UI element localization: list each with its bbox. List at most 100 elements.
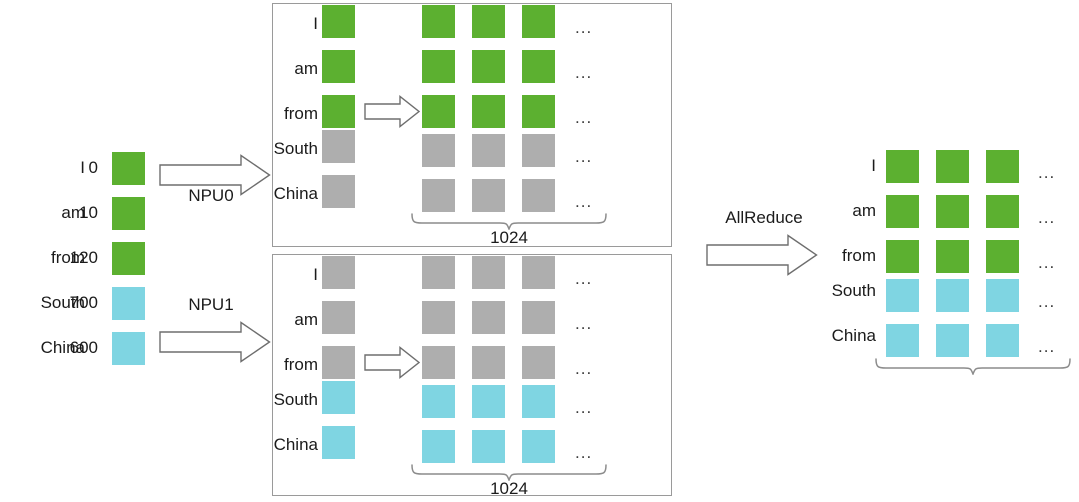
input-token-label-3: South bbox=[40, 293, 85, 312]
npu0-row-label-3: South bbox=[273, 139, 318, 158]
result-row-dots-1: ... bbox=[1038, 208, 1056, 227]
result-row-label-1: am bbox=[852, 201, 876, 220]
input-token-label-4: China bbox=[40, 338, 85, 357]
npu0-row-dots-4: ... bbox=[575, 192, 593, 211]
npu1-matrix-cell-4-0 bbox=[422, 430, 455, 463]
npu0-matrix-cell-4-1 bbox=[472, 179, 505, 212]
npu0-row-label-0: I bbox=[313, 14, 318, 33]
npu1-brace-icon bbox=[410, 464, 608, 481]
result-matrix-cell-0-2 bbox=[986, 150, 1019, 183]
result-matrix-cell-3-2 bbox=[986, 279, 1019, 312]
npu0-row-label-4: China bbox=[273, 184, 318, 203]
npu1-matrix-cell-0-0 bbox=[422, 256, 455, 289]
result-matrix-cell-4-1 bbox=[936, 324, 969, 357]
npu0-row-label-2: from bbox=[284, 104, 318, 123]
allreduce-arrow-label: AllReduce bbox=[725, 208, 803, 227]
result-row-dots-3: ... bbox=[1038, 292, 1056, 311]
npu0-matrix-cell-4-0 bbox=[422, 179, 455, 212]
result-row-label-2: from bbox=[842, 246, 876, 265]
result-matrix-cell-4-2 bbox=[986, 324, 1019, 357]
npu1-arrow-icon bbox=[159, 321, 271, 363]
input-cell-0 bbox=[112, 152, 145, 185]
npu0-matrix-cell-3-0 bbox=[422, 134, 455, 167]
npu0-matrix-cell-1-2 bbox=[522, 50, 555, 83]
npu0-row-dots-1: ... bbox=[575, 63, 593, 82]
npu0-matrix-cell-2-0 bbox=[422, 95, 455, 128]
result-matrix-cell-3-1 bbox=[936, 279, 969, 312]
npu0-matrix-cell-2-1 bbox=[472, 95, 505, 128]
npu1-row-label-4: China bbox=[273, 435, 318, 454]
npu1-input-cell-4 bbox=[322, 426, 355, 459]
npu1-arrow-label: NPU1 bbox=[188, 295, 234, 314]
npu0-row-dots-3: ... bbox=[575, 147, 593, 166]
npu0-matrix-cell-0-0 bbox=[422, 5, 455, 38]
npu0-matrix-cell-3-2 bbox=[522, 134, 555, 167]
npu1-row-label-0: I bbox=[313, 265, 318, 284]
npu0-brace-label: 1024 bbox=[490, 228, 528, 247]
npu1-matrix-cell-1-2 bbox=[522, 301, 555, 334]
npu0-arrow-icon bbox=[159, 154, 271, 196]
npu1-inner-arrow-icon bbox=[364, 346, 420, 379]
npu0-matrix-cell-3-1 bbox=[472, 134, 505, 167]
input-token-id-1: 10 bbox=[79, 203, 98, 222]
npu1-row-label-2: from bbox=[284, 355, 318, 374]
npu1-matrix-cell-0-2 bbox=[522, 256, 555, 289]
npu1-matrix-cell-3-1 bbox=[472, 385, 505, 418]
result-row-dots-0: ... bbox=[1038, 163, 1056, 182]
npu0-input-cell-3 bbox=[322, 130, 355, 163]
npu1-matrix-cell-2-1 bbox=[472, 346, 505, 379]
npu1-row-dots-1: ... bbox=[575, 314, 593, 333]
npu1-row-label-3: South bbox=[273, 390, 318, 409]
npu1-row-dots-4: ... bbox=[575, 443, 593, 462]
result-matrix-cell-2-1 bbox=[936, 240, 969, 273]
input-token-id-2: 120 bbox=[69, 248, 98, 267]
npu0-input-cell-1 bbox=[322, 50, 355, 83]
npu1-matrix-cell-4-2 bbox=[522, 430, 555, 463]
npu1-matrix-cell-2-2 bbox=[522, 346, 555, 379]
result-row-label-4: China bbox=[831, 326, 876, 345]
npu1-row-dots-0: ... bbox=[575, 269, 593, 288]
npu1-matrix-cell-1-0 bbox=[422, 301, 455, 334]
npu0-row-dots-2: ... bbox=[575, 108, 593, 127]
result-matrix-cell-3-0 bbox=[886, 279, 919, 312]
npu0-input-cell-2 bbox=[322, 95, 355, 128]
npu1-matrix-cell-3-2 bbox=[522, 385, 555, 418]
npu1-matrix-cell-4-1 bbox=[472, 430, 505, 463]
result-row-dots-2: ... bbox=[1038, 253, 1056, 272]
npu0-input-cell-4 bbox=[322, 175, 355, 208]
npu1-brace-label: 1024 bbox=[490, 479, 528, 498]
npu0-row-label-1: am bbox=[294, 59, 318, 78]
npu0-panel-content: I am from South China ... ... ... bbox=[272, 3, 672, 247]
result-matrix-cell-1-2 bbox=[986, 195, 1019, 228]
npu0-row-dots-0: ... bbox=[575, 18, 593, 37]
result-row-label-0: I bbox=[871, 156, 876, 175]
npu0-matrix-cell-1-1 bbox=[472, 50, 505, 83]
npu1-input-cell-2 bbox=[322, 346, 355, 379]
input-token-id-4: 600 bbox=[69, 338, 98, 357]
result-matrix: I am from South China ... ... ... ... ..… bbox=[820, 140, 1079, 400]
result-matrix-cell-0-1 bbox=[936, 150, 969, 183]
npu1-input-cell-1 bbox=[322, 301, 355, 334]
npu0-matrix-cell-2-2 bbox=[522, 95, 555, 128]
input-cell-4 bbox=[112, 332, 145, 365]
npu1-input-cell-3 bbox=[322, 381, 355, 414]
npu0-inner-arrow-icon bbox=[364, 95, 420, 128]
input-cell-2 bbox=[112, 242, 145, 275]
npu0-matrix-cell-1-0 bbox=[422, 50, 455, 83]
npu1-row-dots-3: ... bbox=[575, 398, 593, 417]
result-row-label-3: South bbox=[831, 281, 876, 300]
result-matrix-cell-1-1 bbox=[936, 195, 969, 228]
input-cell-3 bbox=[112, 287, 145, 320]
npu1-row-label-1: am bbox=[294, 310, 318, 329]
input-token-list: I 0 am 10 from 120 South 700 China 600 bbox=[0, 0, 160, 502]
input-token-id-3: 700 bbox=[69, 293, 98, 312]
npu0-panel bbox=[272, 3, 672, 247]
npu1-matrix-cell-3-0 bbox=[422, 385, 455, 418]
input-token-label-1: am bbox=[61, 203, 85, 222]
npu1-matrix-cell-2-0 bbox=[422, 346, 455, 379]
allreduce-arrow-icon bbox=[706, 234, 818, 276]
npu1-row-dots-2: ... bbox=[575, 359, 593, 378]
result-matrix-cell-0-0 bbox=[886, 150, 919, 183]
npu0-input-cell-0 bbox=[322, 5, 355, 38]
npu1-matrix-cell-0-1 bbox=[472, 256, 505, 289]
